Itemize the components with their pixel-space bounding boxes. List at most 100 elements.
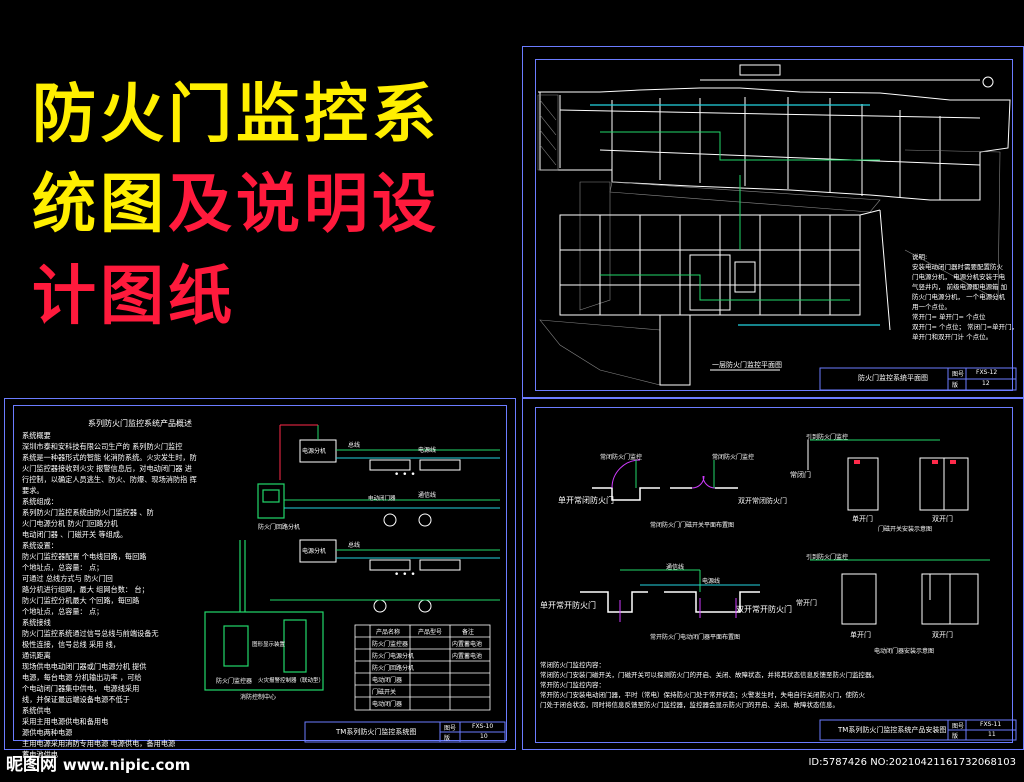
controller-label: 防火门监控器 (216, 678, 253, 685)
loop-unit-label: 防火门回路分机 (258, 524, 301, 531)
legend-cell: 防火门回路分机 (372, 665, 415, 672)
power-line-label: 电源线 (418, 447, 437, 454)
single-closed-label: 单开常闭防火门 (558, 496, 614, 505)
overview-line: 系统接线 (22, 618, 51, 627)
floor-plan-titleblock-ver: 12 (982, 380, 990, 387)
legend-cell: 电动闭门器 (372, 701, 403, 708)
sheet-installation-frame (535, 407, 1013, 743)
overview-line: 系统设置： (22, 541, 58, 550)
system-titleblock-no: FXS-10 (472, 723, 494, 730)
overview-line: 火门电源分机 防火门回路分机 (22, 519, 118, 528)
overview-line: 深圳市泰和安科技有限公司生产的 系列防火门监控 (22, 442, 183, 451)
floor-plan-note: 安装电动闭门器时需要配置防火 (912, 263, 1003, 271)
installation-note: 门处于闭合状态，同时将信息反馈至防火门监控器，监控器会显示防火门的开启、关闭、故… (540, 701, 839, 709)
watermark-id: ID:5787426 NO:20210421161732068103 (808, 757, 1016, 768)
title-line-1: 防火门监控系 (32, 78, 440, 152)
sheet-system-diagram (4, 398, 516, 750)
legend-cell: 电动闭门器 (372, 677, 403, 684)
overview-line: 路分机进行组网，最大 组网台数： 台； (22, 585, 149, 594)
floor-plan-titleblock-no-label: 图号 (952, 371, 965, 378)
no-door-label: 常开门 (796, 599, 817, 607)
overview-line: 源供电两种电源 (22, 728, 73, 737)
overview-line: 可通过 总线方式与 防火门回 (22, 574, 113, 583)
overview-line: 行控制，以确定人员逃生、防火、防爆、现场消防指 挥 (22, 475, 197, 484)
single-door-label: 单开门 (852, 515, 873, 523)
overview-line: 线，并保证最远端设备电源不低于 (22, 695, 130, 704)
floor-plan-note: 用一个点位。 (912, 303, 951, 311)
title-line-2: 统图及说明设 (32, 170, 440, 240)
overview-line: 火门监控器接收到火灾 报警信息后，对电动闭门器 进 (22, 464, 192, 473)
sheet-system-frame (13, 405, 507, 741)
overview-line: 个地址点，总容量： 点； (22, 607, 104, 616)
overview-line: 主用电源采用消防专用电源 电源供电，备用电源 (22, 739, 176, 748)
overview-line: 防火门监控器配置 个电线回路，每回路 (22, 552, 147, 561)
floor-plan-notes: 说明: 安装电动闭门器时需要配置防火 门电源分机， 电源分机安装于电 气竖井内，… (912, 252, 1018, 342)
system-titleblock-ver-label: 版 (444, 735, 451, 742)
installation-notes: 常闭防火门监控内容： 常闭防火门安装门磁开关，门磁开关可以探测防火门的开启、关闭… (540, 660, 878, 710)
double-door-label: 双开门 (932, 631, 953, 639)
overview-line: 个电动闭门器集中供电， 电源线采用 (22, 684, 140, 693)
overview-line: 通讯距离 (22, 651, 51, 660)
legend-header: 备注 (462, 629, 475, 636)
magnet-install-label: 门磁开关安装示意图 (878, 526, 933, 533)
overview-line: 电源，每台电源 分机输出功率 ，可给 (22, 673, 142, 682)
bus-label: 总线 (348, 442, 361, 449)
legend-cell: 内置蓄电池 (452, 653, 483, 660)
overview-line: 系统是一种器形式的智能 化消防系统。火灾发生时，防 (22, 453, 197, 462)
sheet-floor-plan-frame (535, 59, 1013, 391)
install-titleblock-ver-label: 版 (952, 733, 959, 740)
floor-plan-caption: 一层防火门监控平面图 (712, 361, 782, 369)
overview-line: 极性连接，信号总线 采用 线， (22, 640, 121, 649)
normally-open-note: 常开防火门电动闭门器平面布置图 (650, 634, 741, 641)
monitor-label: 图形显示装置 (252, 642, 286, 648)
installation-notes-heading: 常闭防火门监控内容： (540, 661, 605, 669)
install-titleblock-name: TM系列防火门监控系统产品安装图 (838, 726, 947, 734)
legend-header: 产品型号 (418, 629, 443, 636)
power-unit-label: 电源分机 (302, 548, 327, 555)
alarm-system-label: 火灾报警控制器（联动型） (258, 678, 325, 684)
monitor-open-label: 引到防火门监控 (806, 554, 849, 561)
install-titleblock-no-label: 图号 (952, 723, 965, 730)
legend-cell: 防火门监控器 (372, 641, 409, 648)
nc-monitor-label: 常闭防火门监控 (600, 454, 643, 461)
install-titleblock-no: FXS-11 (980, 721, 1002, 728)
floor-plan-note: 防火门电源分机， 一个电源分机 (912, 293, 1006, 301)
system-titleblock-ver: 10 (480, 733, 488, 740)
overview-line: 个地址点，总容量： 点； (22, 563, 104, 572)
overview-line: 要求。 (22, 486, 44, 495)
overview-line: 蓄电池供电 (22, 750, 58, 759)
overview-line: 防火门监控分机最大 个回路，每回路 (22, 596, 140, 605)
signal-bus-label: 通信线 (666, 564, 685, 571)
nc-door-label: 常闭门 (790, 471, 811, 479)
power-bus-label: 电源线 (702, 578, 721, 585)
double-closed-label: 双开常闭防火门 (738, 497, 787, 505)
floor-plan-note: 门电源分机， 电源分机安装于电 (912, 273, 1006, 281)
system-heading: 系列防火门监控系统产品概述 (88, 419, 192, 428)
installation-note: 常开防火门监控内容： (540, 681, 605, 689)
title-line-2-red: 及说明设 (168, 168, 440, 242)
double-door-label: 双开门 (932, 515, 953, 523)
system-titleblock-name: TM系列防火门监控系统图 (336, 728, 417, 736)
watermark-url: www.nipic.com (62, 756, 191, 774)
watermark-logo: 昵图网 www.nipic.com (6, 750, 190, 775)
overview-line: 系列防火门监控系统由防火门监控器 、防 (22, 508, 154, 517)
system-overview: 系统概要 深圳市泰和安科技有限公司生产的 系列防火门监控 系统是一种器形式的智能… (22, 430, 197, 760)
floor-plan-note: 常开门= 单开门= 个点位 (912, 313, 986, 321)
title-line-3: 计图纸 (32, 260, 236, 334)
installation-note: 常开防火门安装电动闭门器，平时（常电）保持防火门处于常开状态；火警发生时，失电自… (540, 691, 865, 699)
title-line-2-yellow: 统图 (32, 168, 168, 242)
watermark-logo-text: 昵图网 (6, 755, 57, 775)
overview-line: 电动闭门器 、门磁开关 等组成。 (22, 530, 128, 539)
floor-plan-note: 气竖井内， 前级电源即电源箱 加 (912, 283, 1008, 291)
power-unit-label: 电源分机 (302, 448, 327, 455)
monitor-closed-label: 引到防火门监控 (806, 434, 849, 441)
fire-center-label: 消防控制中心 (240, 694, 277, 701)
floor-plan-titleblock-ver-label: 版 (952, 382, 959, 389)
installation-note: 常闭防火门安装门磁开关，门磁开关可以探测防火门的开启、关闭、故障状态，并将其状态… (540, 671, 878, 679)
closer-install-label: 电动闭门器安装示意图 (874, 648, 935, 655)
door-closer-label: 电动闭门器 (368, 496, 396, 502)
floor-plan-note: 双开门= 个点位； 常闭门=单开门， (912, 323, 1019, 331)
double-open-label: 双开常开防火门 (736, 605, 792, 614)
